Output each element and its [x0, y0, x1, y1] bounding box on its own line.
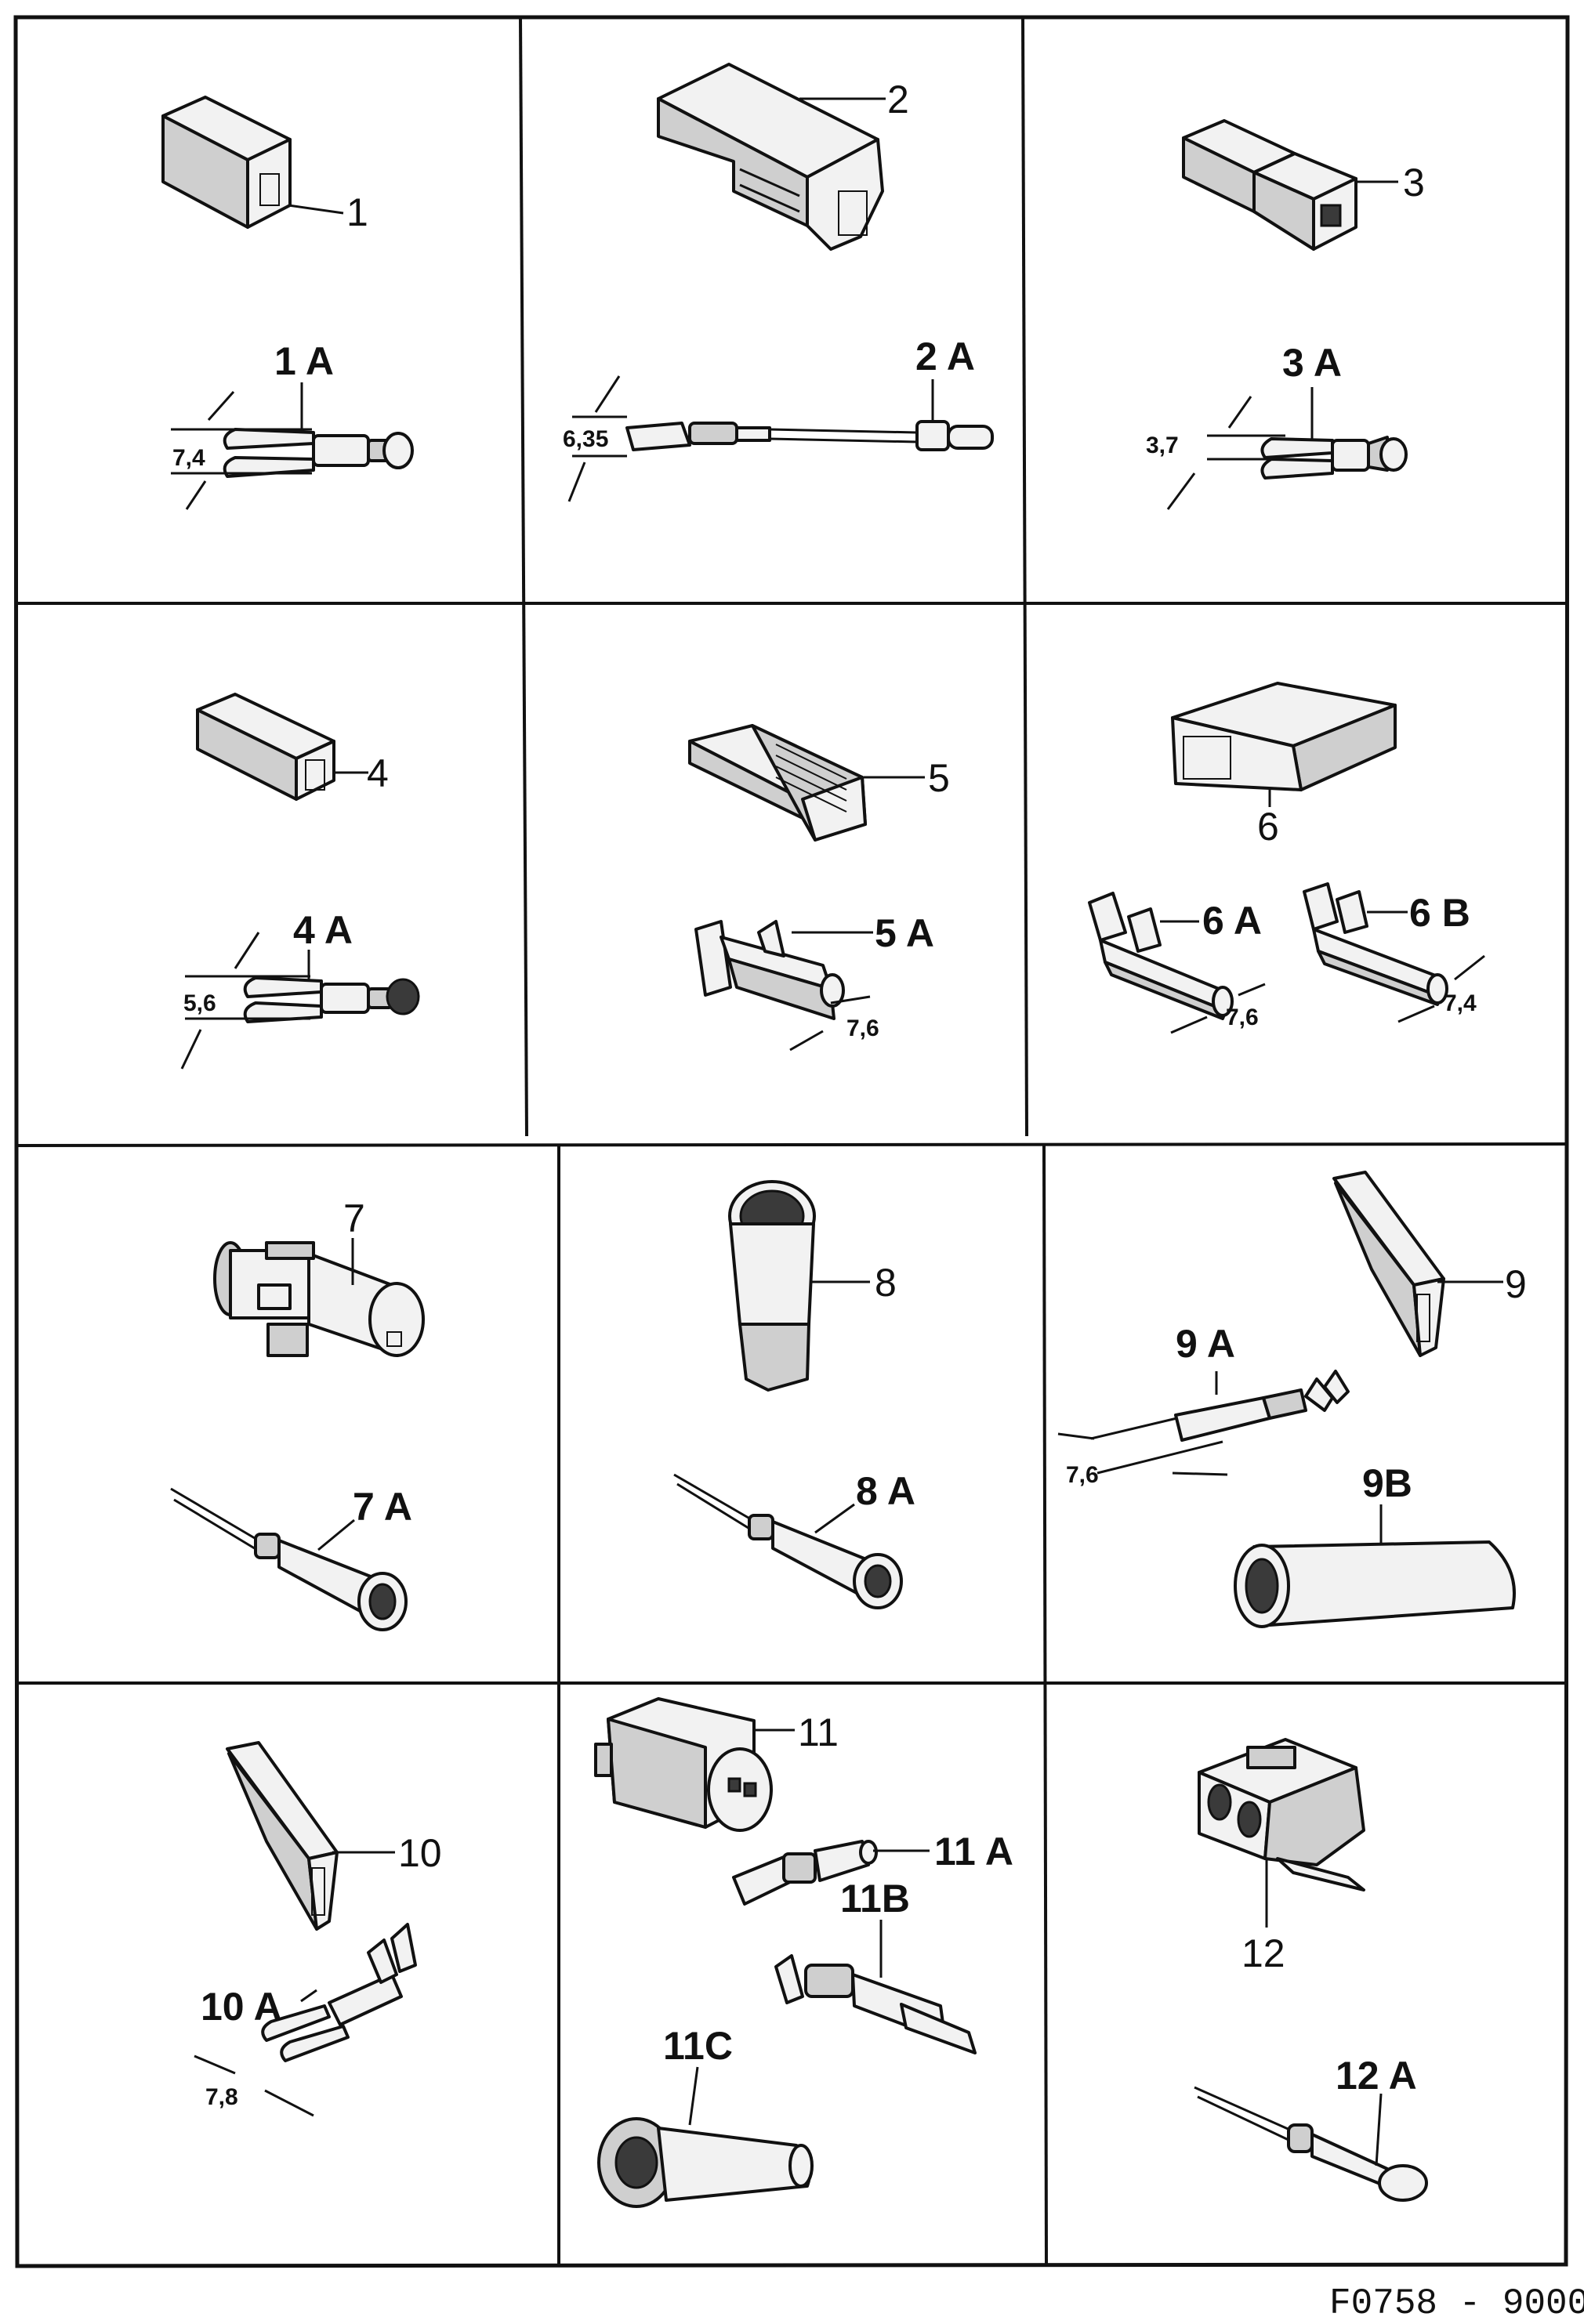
terminal-10a — [194, 1923, 417, 2117]
callout-8a: 8 A — [856, 1469, 915, 1513]
grommet-11c — [597, 2066, 814, 2208]
callout-5a: 5 A — [875, 911, 934, 955]
connector-housing-1 — [161, 96, 344, 229]
callout-6b: 6 B — [1409, 891, 1470, 935]
dimension-6a: 7,6 — [1226, 1005, 1259, 1030]
dimension-3a: 3,7 — [1146, 433, 1179, 458]
sleeve-9b — [1234, 1504, 1516, 1628]
dimension-10a: 7,8 — [205, 2084, 238, 2110]
dimension-5a: 7,6 — [846, 1015, 879, 1041]
callout-7: 7 — [343, 1196, 365, 1240]
callout-3a: 3 A — [1282, 341, 1342, 385]
callout-4a: 4 A — [293, 908, 353, 952]
callout-1a: 1 A — [274, 339, 334, 383]
socket-8 — [728, 1180, 870, 1392]
terminal-9a — [1057, 1370, 1350, 1476]
callout-9b: 9B — [1362, 1461, 1412, 1505]
connector-housing-2 — [657, 63, 886, 251]
connector-housing-6 — [1171, 682, 1397, 807]
dimension-6b: 7,4 — [1444, 990, 1477, 1016]
grid-frame — [13, 15, 1570, 2268]
terminal-1a — [171, 382, 414, 510]
dimension-9a: 7,6 — [1066, 1462, 1099, 1488]
terminal-8a — [673, 1473, 903, 1609]
dimension-1a: 7,4 — [172, 445, 205, 471]
callout-3: 3 — [1403, 161, 1425, 205]
callout-12a: 12 A — [1336, 2054, 1417, 2098]
terminal-6b — [1303, 882, 1485, 1023]
callout-6: 6 — [1257, 805, 1279, 849]
terminal-4a — [180, 932, 420, 1070]
callout-2a: 2 A — [915, 335, 975, 378]
callout-9a: 9 A — [1176, 1322, 1235, 1366]
terminal-3a — [1166, 387, 1408, 510]
callout-11c: 11C — [663, 2024, 733, 2068]
callout-5: 5 — [928, 756, 950, 800]
boot-9 — [1332, 1171, 1503, 1357]
callout-11b: 11B — [840, 1877, 910, 1920]
callout-4: 4 — [367, 751, 389, 795]
terminal-2a — [567, 375, 994, 502]
callout-2: 2 — [887, 78, 909, 121]
boot-10 — [226, 1741, 395, 1931]
terminal-11b — [774, 1920, 977, 2054]
callout-11: 11 — [798, 1710, 839, 1754]
terminal-6a — [1088, 892, 1266, 1034]
terminal-7a — [170, 1487, 408, 1631]
callout-1: 1 — [346, 190, 368, 234]
connector-housing-12 — [1198, 1738, 1365, 1928]
callout-11a: 11 A — [934, 1830, 1013, 1873]
callout-12: 12 — [1241, 1931, 1285, 1975]
callout-9: 9 — [1505, 1262, 1527, 1306]
terminal-5a — [694, 920, 873, 1052]
callout-8: 8 — [875, 1261, 897, 1305]
terminal-12a — [1194, 2086, 1428, 2202]
connector-housing-4 — [196, 693, 368, 801]
connector-housing-3 — [1182, 119, 1398, 251]
connector-housing-11 — [594, 1697, 795, 1832]
figure-code: F0758 - 9000 — [1329, 2283, 1584, 2324]
connector-housing-5 — [688, 724, 925, 842]
callout-6a: 6 A — [1202, 899, 1262, 943]
socket-7 — [213, 1238, 425, 1357]
callout-10a: 10 A — [201, 1985, 282, 2029]
callout-10: 10 — [398, 1831, 442, 1875]
dimension-2a: 6,35 — [563, 426, 608, 452]
dimension-4a: 5,6 — [183, 990, 216, 1016]
terminal-11a — [732, 1840, 930, 1906]
callout-7a: 7 A — [353, 1485, 412, 1529]
